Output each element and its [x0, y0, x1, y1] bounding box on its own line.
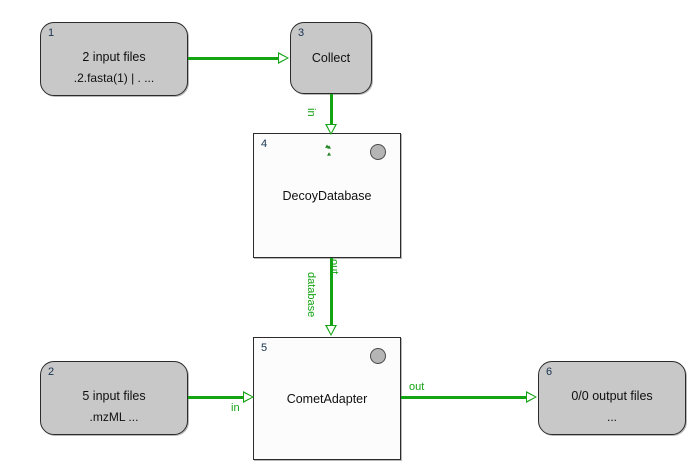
node-decoydatabase[interactable]: 4 DecoyDatabase	[253, 133, 401, 258]
node-subtitle: .mzML ...	[89, 409, 139, 424]
node-input-files-2[interactable]: 2 5 input files .mzML ...	[40, 361, 188, 435]
node-title: 0/0 output files	[571, 389, 653, 404]
status-dot[interactable]	[370, 348, 386, 364]
node-title: DecoyDatabase	[282, 188, 372, 203]
node-index: 2	[48, 366, 55, 378]
node-index: 4	[261, 138, 268, 150]
node-title: 2 input files	[82, 50, 146, 65]
edge-label-database-cometadapter: database	[305, 272, 317, 318]
edge-input1-to-collect[interactable]	[188, 57, 280, 60]
edge-collect-to-decoydatabase[interactable]	[330, 94, 333, 127]
node-subtitle: .2.fasta(1) | . ...	[73, 70, 155, 85]
node-title: CometAdapter	[286, 391, 368, 406]
arrowhead-output-in-fill	[527, 393, 535, 401]
edge-decoydatabase-to-cometadapter[interactable]	[330, 258, 333, 328]
status-dot[interactable]	[370, 144, 386, 160]
edge-label-in-cometadapter: in	[231, 402, 240, 414]
arrowhead-collect-in-fill	[279, 54, 287, 62]
node-input-files-1[interactable]: 1 2 input files .2.fasta(1) | . ...	[40, 22, 188, 96]
node-output-files[interactable]: 6 0/0 output files ...	[538, 361, 686, 435]
node-cometadapter[interactable]: 5 CometAdapter	[253, 337, 401, 460]
arrowhead-decoydatabase-in-fill	[327, 125, 335, 133]
edge-label-out-cometadapter: out	[409, 381, 425, 393]
edge-cometadapter-to-output[interactable]	[401, 396, 528, 399]
node-subtitle: ...	[606, 409, 617, 424]
arrowhead-cometadapter-database-fill	[327, 326, 335, 334]
arrowhead-cometadapter-in-fill	[244, 393, 252, 401]
edge-input2-to-cometadapter[interactable]	[188, 396, 245, 399]
node-title: Collect	[311, 51, 351, 65]
node-index: 6	[546, 366, 553, 378]
node-title: 5 input files	[82, 389, 146, 404]
node-index: 1	[48, 27, 55, 39]
node-index: 5	[261, 342, 268, 354]
node-index: 3	[298, 27, 305, 39]
edge-label-in-decoydatabase: in	[305, 108, 317, 117]
edge-label-out-decoydatabase: out	[328, 259, 340, 275]
node-collect[interactable]: 3 Collect	[290, 22, 372, 94]
recycle-icon	[319, 143, 335, 159]
